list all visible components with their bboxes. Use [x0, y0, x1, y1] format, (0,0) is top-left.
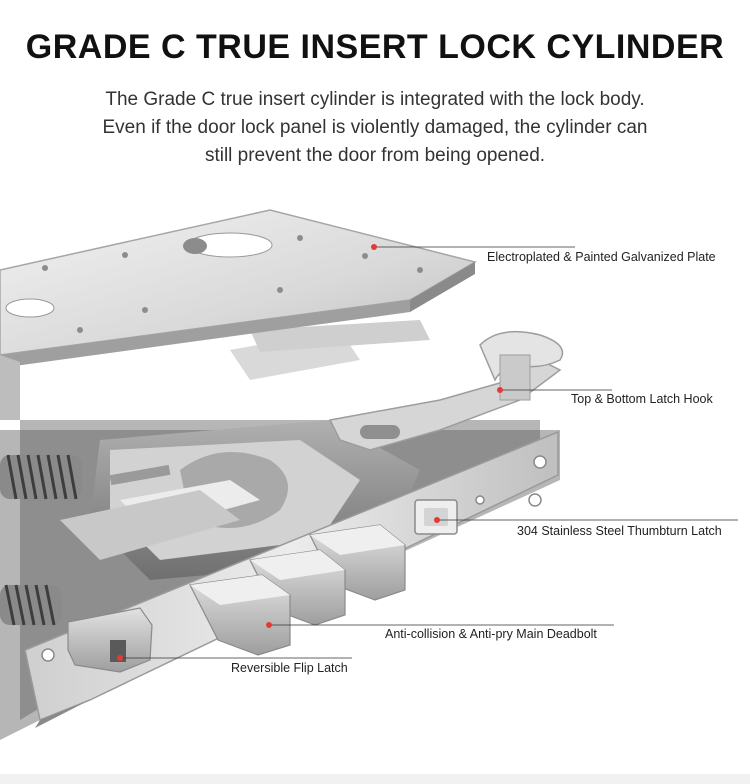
footer-strip [0, 774, 750, 784]
label-latch-hook: Top & Bottom Latch Hook [571, 392, 713, 406]
label-flip-latch: Reversible Flip Latch [231, 661, 348, 675]
callout-electroplated-plate [371, 244, 575, 250]
callout-marker [371, 244, 377, 250]
label-thumbturn-latch: 304 Stainless Steel Thumbturn Latch [517, 524, 722, 538]
callout-marker [434, 517, 440, 523]
label-electroplated-plate: Electroplated & Painted Galvanized Plate [487, 250, 716, 264]
callout-marker [117, 655, 123, 661]
callout-marker [266, 622, 272, 628]
description-line-1: The Grade C true insert cylinder is inte… [105, 89, 645, 110]
page-title: GRADE C TRUE INSERT LOCK CYLINDER [25, 28, 725, 66]
main-deadbolts [189, 524, 406, 656]
description: The Grade C true insert cylinder is inte… [50, 86, 700, 170]
latch-hook [328, 330, 564, 451]
description-line-2: Even if the door lock panel is violently… [102, 117, 648, 138]
callout-thumbturn-latch [434, 517, 738, 523]
callout-main-deadbolt [266, 622, 614, 628]
spring-upper [0, 454, 82, 500]
galvanized-plate [0, 209, 477, 420]
label-main-deadbolt: Anti-collision & Anti-pry Main Deadbolt [385, 627, 597, 641]
spring-lower [0, 584, 62, 626]
description-line-3: still prevent the door from being opened… [204, 145, 546, 166]
thumbturn-latch [414, 499, 458, 535]
callout-flip-latch [117, 655, 352, 661]
callout-latch-hook [497, 387, 612, 393]
callout-marker [497, 387, 503, 393]
